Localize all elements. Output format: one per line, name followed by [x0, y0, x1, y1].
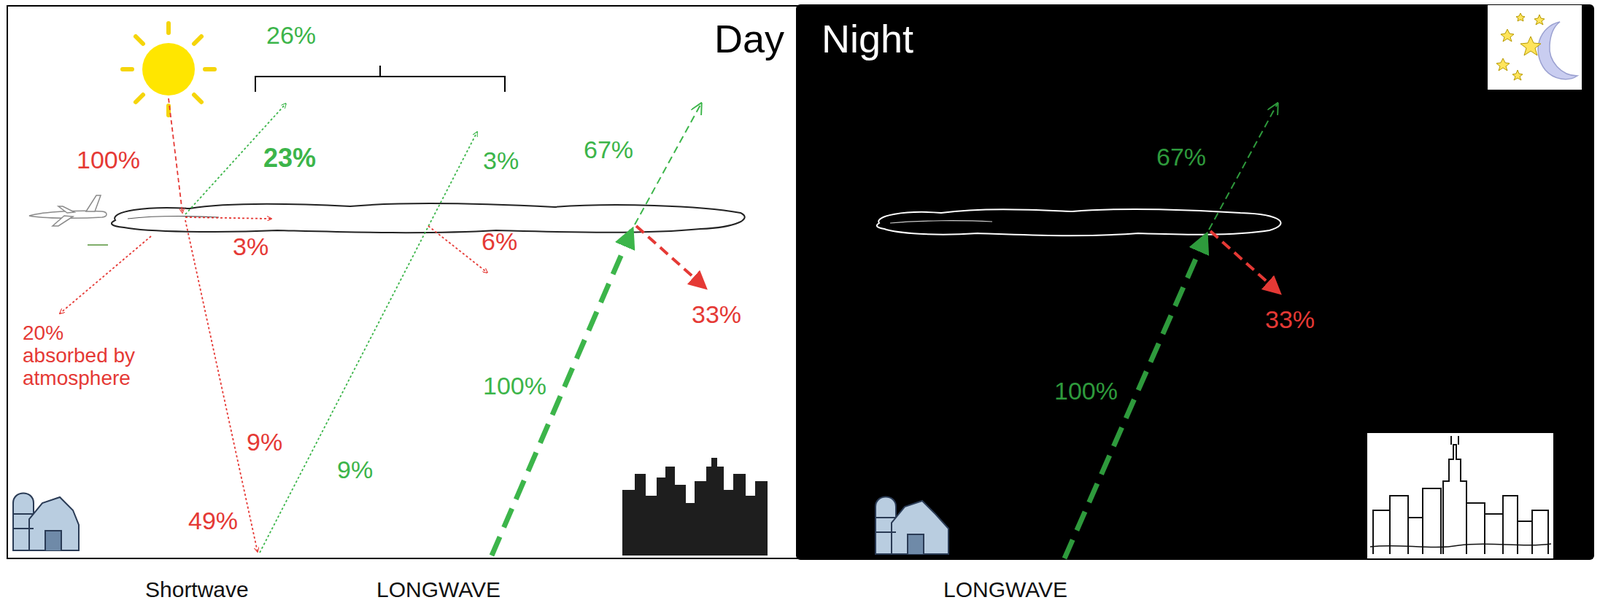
percent-label: 3%	[482, 147, 519, 175]
day-panel	[7, 5, 799, 559]
percent-label: 100%	[76, 146, 141, 174]
farm-icon	[13, 493, 79, 552]
percent-label: 6%	[481, 228, 518, 256]
cloud	[876, 209, 1282, 236]
city-silhouette	[622, 458, 768, 556]
percent-label: 100%	[482, 372, 547, 400]
cloud	[111, 203, 745, 233]
city-drawing	[1367, 433, 1554, 559]
percent-label: 26%	[266, 21, 316, 49]
panel-title: Night	[821, 17, 914, 61]
axis-label: LONGWAVE	[943, 577, 1068, 602]
percent-label: 67%	[583, 136, 634, 164]
moon-icon	[1487, 5, 1582, 90]
airplane	[29, 195, 108, 246]
percent-label: 100%	[1054, 377, 1118, 405]
farm-icon	[875, 497, 949, 556]
shortwave-arrows	[59, 98, 488, 554]
percent-label: 33%	[691, 301, 742, 329]
percent-label: 9%	[337, 456, 373, 484]
night-panel	[795, 4, 1595, 561]
percent-label: 3%	[232, 233, 269, 261]
longwave-arrows	[1064, 103, 1279, 559]
percent-label: 23%	[263, 143, 316, 173]
panel-title: Day	[714, 17, 785, 61]
percent-label: 67%	[1156, 143, 1207, 171]
bracket	[255, 65, 505, 92]
percent-label: 33%	[1265, 306, 1315, 334]
cloud-detail	[127, 216, 219, 219]
note-label: 20% absorbed by atmosphere	[22, 322, 151, 390]
percent-label: 9%	[246, 429, 283, 456]
axis-label: LONGWAVE	[376, 577, 501, 602]
cloud-detail	[890, 221, 993, 224]
axis-label: Shortwave	[145, 577, 249, 602]
percent-label: 49%	[188, 507, 238, 535]
